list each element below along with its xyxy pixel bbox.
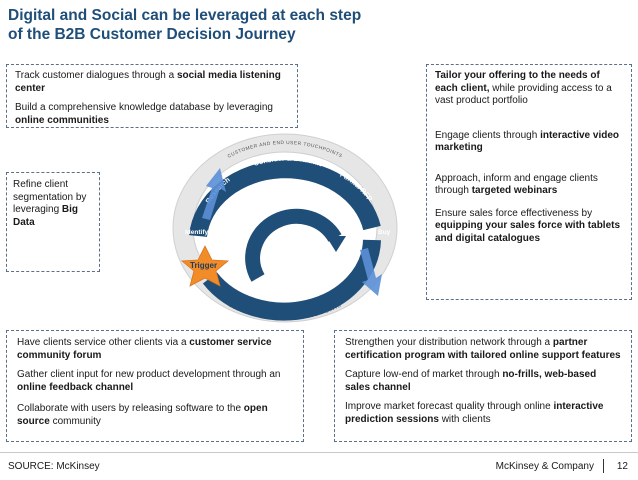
page-number: 12	[616, 461, 628, 472]
tactic-tailor-offering: Tailor your offering to the needs of eac…	[435, 70, 612, 106]
loyalty-loop	[245, 208, 342, 282]
title-line-2: of the B2B Customer Decision Journey	[8, 26, 296, 43]
loyalty-arrow-head	[326, 236, 346, 252]
footer-divider	[603, 459, 604, 473]
arrow-buy-down	[360, 248, 382, 296]
trigger-label: Trigger	[190, 261, 217, 270]
tactic-feedback-channel: Gather client input for new product deve…	[17, 369, 281, 393]
tactic-video-marketing: Engage clients through interactive video…	[435, 129, 619, 154]
box-service-tactics: Have clients service other clients via a…	[6, 330, 304, 442]
tactic-big-data: Refine client segmentation by leveraging…	[13, 179, 87, 228]
tactic-partner-certification: Strengthen your distribution network thr…	[345, 337, 621, 361]
stage-identify: Identify	[185, 229, 208, 236]
tactic-open-source: Collaborate with users by releasing soft…	[17, 403, 268, 427]
tactic-webinars: Approach, inform and engage clients thro…	[435, 172, 598, 197]
box-evaluate-buy-tactics: Tailor your offering to the needs of eac…	[426, 64, 632, 300]
tactic-web-sales-channel: Capture low-end of market through no-fri…	[345, 369, 597, 393]
box-awareness-tactics: Track customer dialogues through a socia…	[6, 64, 298, 128]
tactic-sales-tablets: Ensure sales force effectiveness by equi…	[435, 207, 621, 244]
source-note: SOURCE: McKinsey	[8, 461, 100, 472]
brand-name: McKinsey & Company	[495, 461, 594, 472]
box-distribution-tactics: Strengthen your distribution network thr…	[334, 330, 632, 442]
title-line-1: Digital and Social can be leveraged at e…	[8, 7, 362, 24]
page-title: Digital and Social can be leveraged at e…	[8, 6, 428, 44]
trigger-star-icon	[180, 245, 230, 287]
tactic-knowledge-database: Build a comprehensive knowledge database…	[15, 102, 273, 126]
tactic-social-listening: Track customer dialogues through a socia…	[15, 70, 281, 94]
tactic-community-forum: Have clients service other clients via a…	[17, 337, 272, 361]
stage-buy: Buy	[378, 229, 391, 236]
arrow-research	[202, 168, 226, 220]
tactic-prediction-sessions: Improve market forecast quality through …	[345, 401, 604, 425]
box-identify-tactics: Refine client segmentation by leveraging…	[6, 172, 100, 272]
footer: SOURCE: McKinsey McKinsey & Company 12	[0, 452, 638, 480]
decision-journey-diagram: CUSTOMER AND END USER TOUCHPOINTS CUSTOM…	[172, 133, 398, 323]
